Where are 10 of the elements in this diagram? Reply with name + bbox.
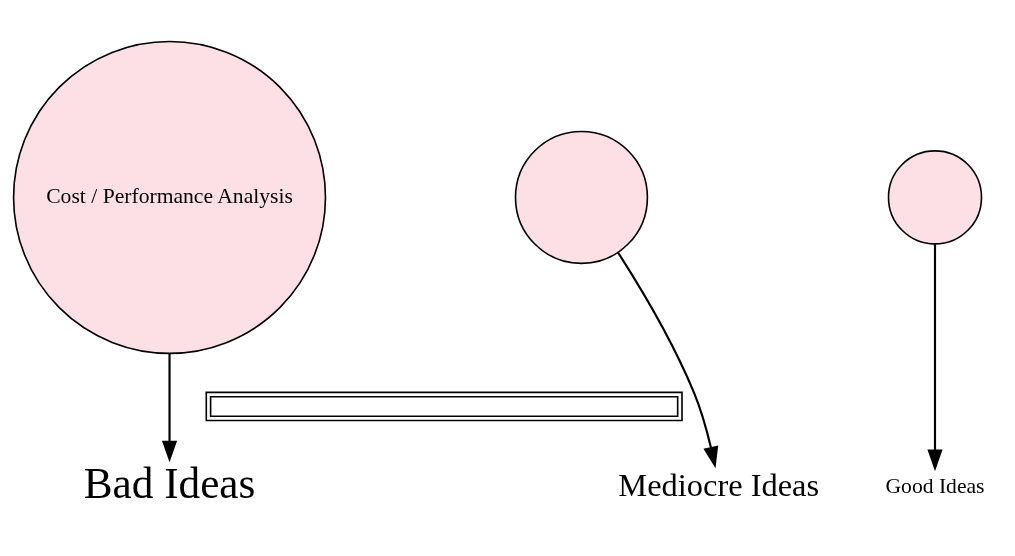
node-text: Bad Ideas [83, 458, 255, 507]
arrow [161, 353, 177, 462]
node-bar [204, 391, 683, 421]
node-circle [887, 149, 982, 245]
node-circle: Cost / Performance Analysis [12, 40, 326, 354]
arrow [926, 243, 943, 471]
arrow [616, 251, 718, 468]
node-text: Mediocre Ideas [617, 466, 819, 503]
node-circle [514, 130, 648, 264]
node-text: Good Ideas [884, 473, 984, 498]
